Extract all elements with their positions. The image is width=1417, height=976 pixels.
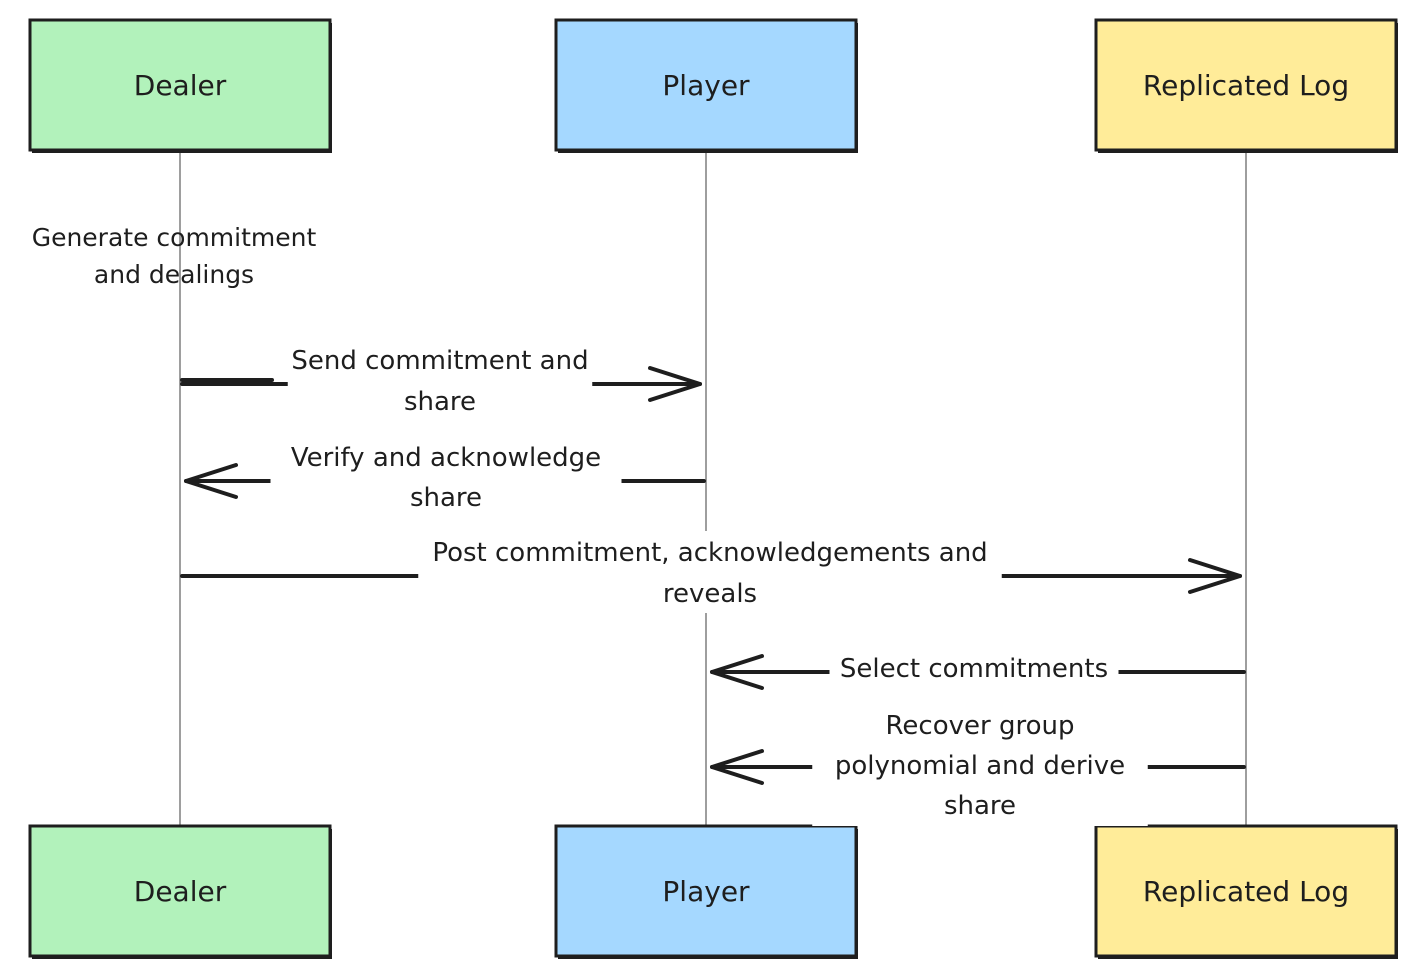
message-label: reveals	[663, 579, 757, 609]
actor-box	[554, 824, 858, 958]
actor-box	[1094, 824, 1398, 958]
actor-box	[28, 18, 332, 152]
actor-box	[28, 824, 332, 958]
lifelines	[179, 150, 1247, 826]
message-label-bg	[287, 339, 593, 421]
message-label-bg	[270, 436, 622, 518]
actor-row-bottom: Dealer Player Replicated Log	[28, 824, 1398, 959]
message-label-bg	[812, 704, 1148, 826]
message-label: Select commitments	[840, 654, 1108, 684]
message-4: Select commitments	[710, 647, 1246, 690]
actor-label: Replicated Log	[1143, 69, 1349, 102]
actor-log-bottom: Replicated Log	[1094, 824, 1398, 959]
actor-log-top: Replicated Log	[1094, 18, 1398, 153]
message-1: Send commitment and share	[180, 339, 702, 421]
message-label: Verify and acknowledge	[291, 443, 601, 473]
message-label: share	[404, 387, 476, 417]
note-dealer: Generate commitment and dealings	[32, 223, 317, 289]
message-label: Send commitment and	[291, 346, 588, 376]
actor-label: Player	[662, 69, 750, 102]
message-label: polynomial and derive	[835, 751, 1125, 781]
message-label-bg	[418, 531, 1002, 613]
arrowhead-icon	[1188, 558, 1242, 594]
note-layer: Generate commitment and dealings	[32, 223, 317, 289]
actor-label: Dealer	[134, 69, 227, 102]
message-label: Post commitment, acknowledgements and	[432, 538, 987, 568]
actor-box	[554, 18, 858, 152]
note-line: and dealings	[94, 260, 254, 289]
message-3: Post commitment, acknowledgements and rev…	[180, 531, 1242, 613]
actor-label: Player	[662, 875, 750, 908]
arrowhead-icon	[648, 366, 702, 402]
message-label: Recover group	[886, 711, 1075, 741]
arrowhead-icon	[710, 749, 764, 785]
message-label: share	[944, 791, 1016, 821]
actor-dealer-top: Dealer	[28, 18, 332, 153]
message-label-bg	[829, 647, 1119, 689]
message-2: Verify and acknowledge share	[184, 436, 706, 518]
actor-label: Replicated Log	[1143, 875, 1349, 908]
message-label: share	[410, 483, 482, 513]
actor-player-top: Player	[554, 18, 858, 153]
arrowhead-icon	[710, 654, 764, 690]
message-5: Recover group polynomial and derive share	[710, 704, 1246, 826]
actor-dealer-bottom: Dealer	[28, 824, 332, 959]
actor-box	[1094, 18, 1398, 152]
actor-row-top: Dealer Player Replicated Log	[28, 18, 1398, 153]
actor-player-bottom: Player	[554, 824, 858, 959]
actor-label: Dealer	[134, 875, 227, 908]
note-line: Generate commitment	[32, 223, 317, 252]
arrowhead-icon	[184, 463, 238, 499]
